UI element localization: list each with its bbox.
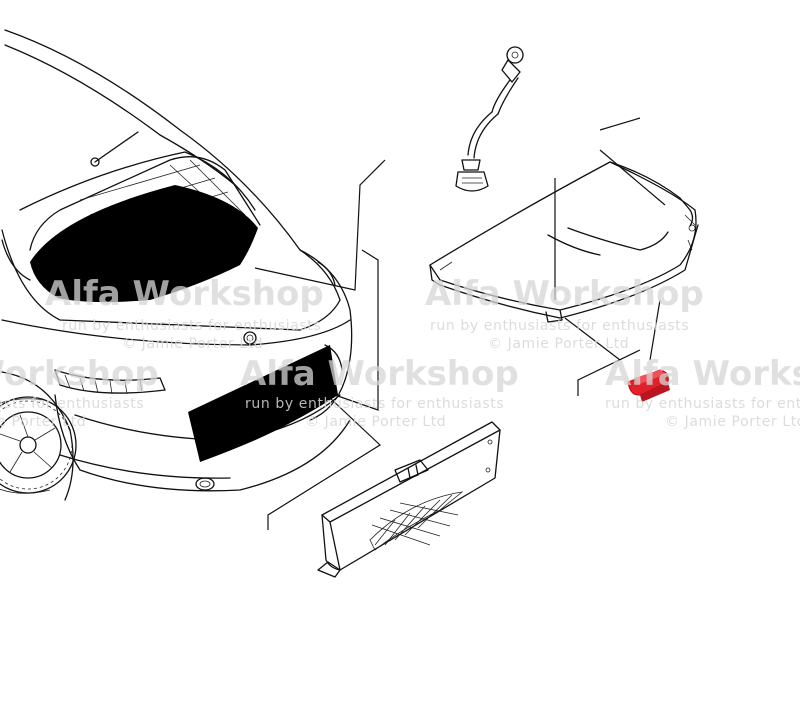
watermark-tagline-2: run by enthusiasts for enthusiasts [430,318,689,334]
watermark-credit-1: © Jamie Porter Ltd [122,336,263,352]
rear-window-blind-marker [30,185,258,303]
watermark-tagline-4: run by enthusiasts for enthusiasts [0,396,144,412]
watermark-group: Alfa Workshop run by enthusiasts for ent… [0,274,800,430]
boot-panel-marker [188,345,338,462]
watermark-title-4: Alfa Workshop [0,354,159,394]
watermark-credit-5: © Jamie Porter Ltd [665,414,800,430]
highlighted-clip-part [627,369,670,402]
watermark-tagline-5: run by enthusiasts for enthusiasts [605,396,800,412]
watermark-credit-3: © Jamie Porter Ltd [305,414,446,430]
strap-cable-part [455,46,524,192]
watermark-title-3: Alfa Workshop [240,354,519,394]
watermark-credit-4: © Jamie Porter Ltd [0,414,86,430]
watermark-title-2: Alfa Workshop [425,274,704,314]
watermark-title-5: Alfa Workshop [605,354,800,394]
watermark-title-1: Alfa Workshop [45,274,324,314]
watermark-credit-2: © Jamie Porter Ltd [488,336,629,352]
boot-trim-panel-part [317,421,501,578]
watermark-tagline-3: run by enthusiasts for enthusiasts [245,396,504,412]
parcel-shelf-part [429,161,699,323]
watermark-tagline-1: run by enthusiasts for enthusiasts [62,318,321,334]
